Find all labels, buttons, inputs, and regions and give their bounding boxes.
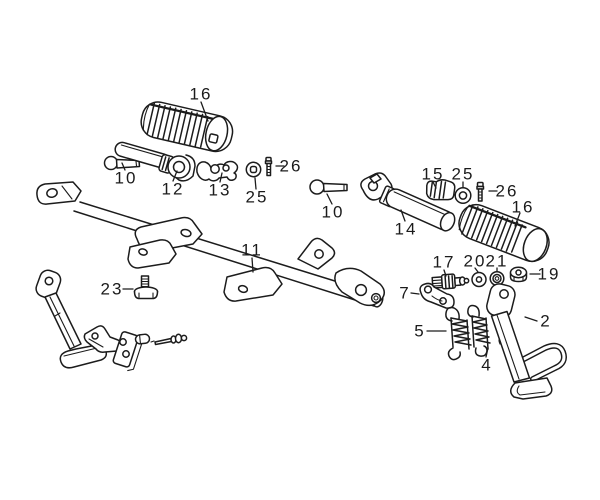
part-label-2: 2 bbox=[540, 312, 551, 331]
part-label-21: 21 bbox=[486, 252, 509, 271]
small-pin-bolt bbox=[150, 333, 188, 346]
nut bbox=[509, 266, 528, 283]
stopper-bracket bbox=[83, 325, 122, 353]
part-label-10-right: 10 bbox=[322, 203, 345, 222]
washer-left bbox=[245, 161, 262, 178]
pin-left bbox=[103, 155, 141, 171]
part-label-17: 17 bbox=[433, 253, 456, 272]
side-stand bbox=[486, 283, 567, 400]
pin-right bbox=[309, 179, 348, 195]
part-label-23: 23 bbox=[101, 280, 124, 299]
part-label-4: 4 bbox=[481, 356, 492, 375]
part-label-26-left: 26 bbox=[280, 157, 303, 176]
part-label-15: 15 bbox=[422, 165, 445, 184]
part-label-25-left: 25 bbox=[246, 188, 269, 207]
part-label-19: 19 bbox=[538, 265, 561, 284]
part-label-13: 13 bbox=[209, 181, 232, 200]
spring-outer bbox=[445, 306, 472, 361]
part-label-11: 11 bbox=[241, 241, 263, 260]
washer-20 bbox=[471, 271, 487, 288]
footpeg-bar-left bbox=[114, 141, 196, 182]
washer-right bbox=[454, 186, 472, 205]
part-label-20: 20 bbox=[464, 252, 487, 271]
part-label-12: 12 bbox=[162, 180, 185, 199]
stand-lever bbox=[419, 282, 455, 309]
part-label-16-right: 16 bbox=[512, 198, 535, 217]
main-step-bar bbox=[36, 181, 385, 308]
pivot-bolt bbox=[431, 273, 470, 290]
bolt-right bbox=[476, 181, 485, 202]
footpeg-rubber-right bbox=[458, 203, 550, 263]
footpeg-bar-right bbox=[360, 172, 456, 232]
part-label-7: 7 bbox=[399, 284, 410, 303]
flange-bolt bbox=[133, 275, 159, 300]
step-bracket bbox=[196, 160, 239, 182]
part-label-10-left: 10 bbox=[115, 169, 138, 188]
leader-lines bbox=[121, 101, 541, 358]
side-stand-left bbox=[35, 269, 108, 369]
sleeve bbox=[134, 333, 151, 345]
spring-inner bbox=[467, 304, 491, 357]
part-label-14: 14 bbox=[395, 220, 418, 239]
washer-21 bbox=[489, 270, 505, 287]
part-label-25-right: 25 bbox=[452, 165, 475, 184]
bolt-left bbox=[264, 156, 273, 177]
mount-block bbox=[112, 331, 143, 372]
part-label-5: 5 bbox=[414, 322, 425, 341]
part-label-16-left: 16 bbox=[190, 85, 213, 104]
footpeg-rubber-left bbox=[140, 101, 234, 153]
part-label-26-right: 26 bbox=[496, 182, 519, 201]
